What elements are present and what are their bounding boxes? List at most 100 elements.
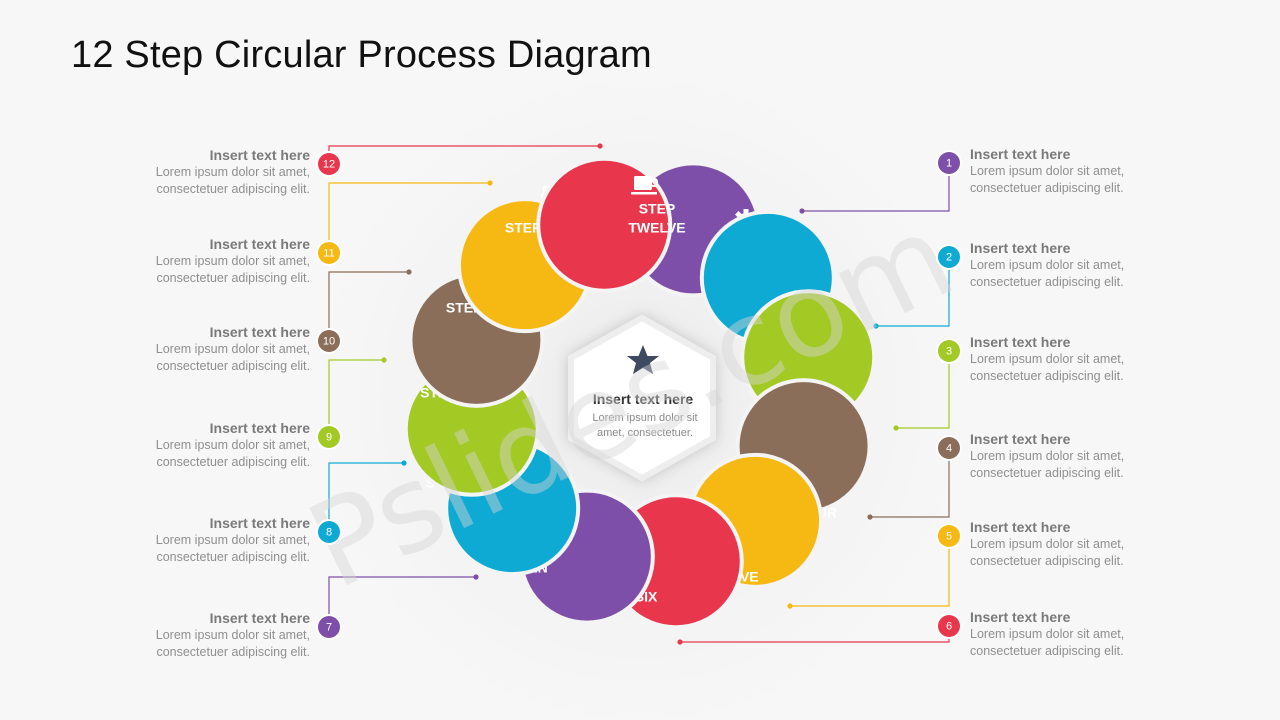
step-number: 1	[946, 157, 952, 169]
callout-body: consectetuer adipiscing elit.	[970, 554, 1124, 568]
callout-body: consectetuer adipiscing elit.	[970, 369, 1124, 383]
star-icon	[627, 345, 659, 374]
center-hexagon	[568, 314, 716, 482]
step-number: 11	[323, 247, 334, 259]
connector-dot	[597, 143, 603, 149]
callout-body: Lorem ipsum dolor sit amet,	[155, 342, 310, 356]
center-title: Insert text here	[593, 391, 694, 407]
connector-line	[876, 257, 950, 327]
step-number-marker-4: 4	[936, 435, 962, 461]
callout-title: Insert text here	[970, 431, 1071, 447]
callout-body: Lorem ipsum dolor sit amet,	[970, 537, 1125, 551]
callout-title: Insert text here	[970, 519, 1071, 535]
callout-body: consectetuer adipiscing elit.	[156, 645, 310, 659]
step-number: 2	[946, 251, 952, 263]
connector-line	[790, 536, 950, 607]
callout-body: Lorem ipsum dolor sit amet,	[155, 438, 310, 452]
step-number-marker-10: 10	[316, 328, 342, 354]
step-number-marker-8: 8	[316, 519, 342, 545]
connector-dot	[893, 425, 899, 431]
callout-title: Insert text here	[209, 420, 310, 436]
callout-body: Lorem ipsum dolor sit amet,	[970, 627, 1125, 641]
connector-dot	[473, 574, 479, 580]
center-body-line1: Lorem ipsum dolor sit	[592, 412, 697, 424]
step-number-marker-6: 6	[936, 613, 962, 639]
callout-title: Insert text here	[209, 610, 310, 626]
connector-line	[328, 359, 384, 437]
callout-body: consectetuer adipiscing elit.	[970, 275, 1124, 289]
slide-title: 12 Step Circular Process Diagram	[71, 34, 652, 76]
step-number-marker-1: 1	[936, 150, 962, 176]
callout-body: Lorem ipsum dolor sit amet,	[970, 258, 1125, 272]
step-label: STEP	[639, 201, 676, 217]
connector-dot	[677, 639, 683, 645]
callout-body: consectetuer adipiscing elit.	[970, 181, 1124, 195]
callout-title: Insert text here	[970, 146, 1071, 162]
step-number: 8	[326, 526, 332, 538]
step-number-marker-3: 3	[936, 338, 962, 364]
step-number: 12	[323, 158, 335, 170]
step-label: TWELVE	[628, 220, 685, 236]
step-number: 10	[323, 335, 335, 347]
connector-dot	[873, 323, 879, 329]
connector-line	[896, 351, 950, 429]
connector-line	[328, 462, 404, 532]
connector-dot	[867, 514, 873, 520]
step-number: 7	[326, 621, 332, 633]
callout-body: consectetuer adipiscing elit.	[156, 359, 310, 373]
connector-dot	[406, 269, 412, 275]
connector-line	[802, 163, 950, 212]
callout-title: Insert text here	[970, 334, 1071, 350]
connector-line	[870, 448, 950, 518]
callout-body: Lorem ipsum dolor sit amet,	[155, 533, 310, 547]
step-number: 5	[946, 530, 952, 542]
callout-title: Insert text here	[209, 236, 310, 252]
callout-title: Insert text here	[209, 324, 310, 340]
callout-body: consectetuer adipiscing elit.	[156, 271, 310, 285]
coffee-cup-icon	[631, 176, 658, 195]
step-number: 6	[946, 620, 952, 632]
step-number-marker-2: 2	[936, 244, 962, 270]
callout-body: Lorem ipsum dolor sit amet,	[155, 254, 310, 268]
callout-body: Lorem ipsum dolor sit amet,	[155, 165, 310, 179]
connector-dot	[787, 603, 793, 609]
callout-title: Insert text here	[209, 515, 310, 531]
callout-body: Lorem ipsum dolor sit amet,	[970, 352, 1125, 366]
callout-body: consectetuer adipiscing elit.	[156, 455, 310, 469]
callout-body: consectetuer adipiscing elit.	[156, 182, 310, 196]
connector-dot	[799, 208, 805, 214]
center-body-line2: amet, consectetuer.	[597, 427, 693, 439]
step-disc-12: STEP TWELVE	[536, 156, 686, 293]
connector-line	[328, 271, 409, 341]
connector-line	[328, 182, 490, 253]
step-number: 9	[326, 431, 332, 443]
connector-line	[328, 576, 476, 627]
callout-body: Lorem ipsum dolor sit amet,	[155, 628, 310, 642]
connector-dot	[487, 180, 493, 186]
callout-body: consectetuer adipiscing elit.	[970, 644, 1124, 658]
step-number-marker-7: 7	[316, 614, 342, 640]
callout-title: Insert text here	[970, 609, 1071, 625]
connector-dot	[381, 357, 387, 363]
callout-body: Lorem ipsum dolor sit amet,	[970, 164, 1125, 178]
step-number: 3	[946, 345, 952, 357]
step-number-marker-9: 9	[316, 424, 342, 450]
callout-body: consectetuer adipiscing elit.	[156, 550, 310, 564]
step-number-marker-12: 12	[316, 151, 342, 177]
connector-lines	[328, 143, 950, 645]
step-number: 4	[946, 442, 952, 454]
callout-title: Insert text here	[970, 240, 1071, 256]
callout-body: Lorem ipsum dolor sit amet,	[970, 449, 1125, 463]
connector-dot	[401, 460, 407, 466]
